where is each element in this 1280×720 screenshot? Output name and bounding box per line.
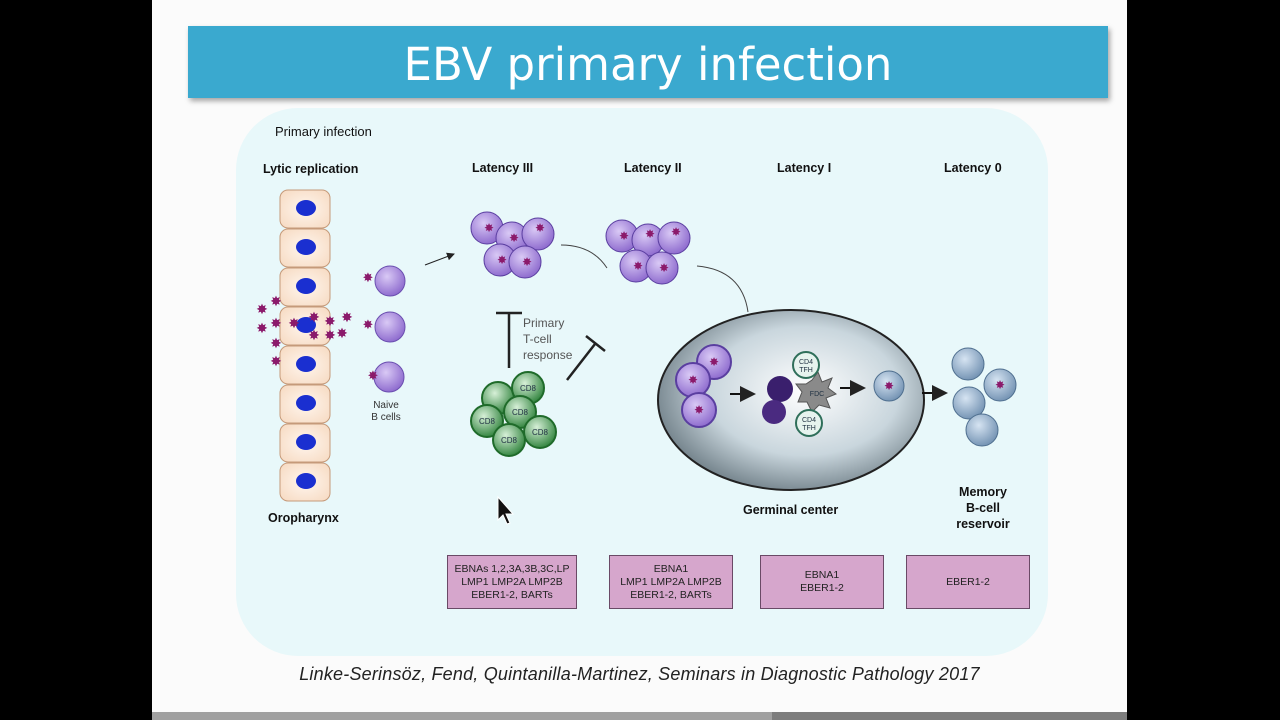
stage-latency1-label: Latency I xyxy=(777,161,832,175)
svg-text:✸: ✸ xyxy=(308,328,320,344)
memory-b-cell-cluster: ✸ xyxy=(951,347,1017,447)
slide: EBV primary infection xyxy=(152,0,1127,720)
svg-text:✸: ✸ xyxy=(645,227,655,241)
svg-text:✸: ✸ xyxy=(688,373,698,387)
svg-text:✸: ✸ xyxy=(484,221,494,235)
svg-text:CD4: CD4 xyxy=(802,417,816,424)
svg-text:✸: ✸ xyxy=(633,259,643,273)
memory-reservoir-label: Memory B-cell reservoir xyxy=(956,485,1010,531)
svg-text:FDC: FDC xyxy=(810,391,824,398)
connector-latency3-to-2 xyxy=(560,244,608,269)
mouse-cursor-icon xyxy=(497,495,515,525)
latency3-genes-box: EBNAs 1,2,3A,3B,3C,LP LMP1 LMP2A LMP2B E… xyxy=(447,555,577,609)
svg-text:✸: ✸ xyxy=(256,302,268,318)
latency2-cluster: ✸ ✸ ✸ ✸ ✸ xyxy=(605,219,691,285)
svg-text:✸: ✸ xyxy=(619,229,629,243)
svg-text:✸: ✸ xyxy=(535,221,545,235)
svg-text:✸: ✸ xyxy=(336,326,348,342)
svg-text:✸: ✸ xyxy=(884,379,894,393)
svg-text:CD8: CD8 xyxy=(520,384,537,393)
svg-text:✸: ✸ xyxy=(509,231,519,245)
svg-text:✸: ✸ xyxy=(368,369,379,384)
virus-particle-icon: ✸✸✸ ✸✸✸ ✸✸✸ ✸✸✸ ✸ xyxy=(256,294,353,370)
title-bar: EBV primary infection xyxy=(188,26,1108,98)
svg-text:✸: ✸ xyxy=(995,378,1005,392)
svg-text:✸: ✸ xyxy=(288,316,300,332)
oropharynx-label: Oropharynx xyxy=(268,511,339,525)
citation: Linke-Serinsöz, Fend, Quintanilla-Martin… xyxy=(299,664,980,684)
svg-text:✸: ✸ xyxy=(256,321,268,337)
svg-text:✸: ✸ xyxy=(694,403,704,417)
latency2-genes-box: EBNA1 LMP1 LMP2A LMP2B EBER1-2, BARTs xyxy=(609,555,733,609)
stage-latency3-label: Latency III xyxy=(472,161,534,175)
svg-text:✸: ✸ xyxy=(671,225,681,239)
svg-text:✸: ✸ xyxy=(270,336,282,352)
connector-latency2-to-gc xyxy=(696,265,749,313)
svg-text:✸: ✸ xyxy=(308,310,320,326)
svg-text:✸: ✸ xyxy=(324,314,336,330)
germinal-center-label: Germinal center xyxy=(743,503,839,517)
svg-text:✸: ✸ xyxy=(659,261,669,275)
svg-text:✸: ✸ xyxy=(341,310,353,326)
tcell-inhibition-lines xyxy=(496,311,606,381)
svg-text:CD4: CD4 xyxy=(799,359,813,366)
diagram-graphics: ✸✸✸ ✸✸✸ ✸✸✸ ✸✸✸ ✸ ✸✸✸ ✸✸✸ ✸✸ xyxy=(256,189,1017,525)
stage-latency0-label: Latency 0 xyxy=(944,161,1002,175)
svg-text:CD8: CD8 xyxy=(532,428,549,437)
svg-text:✸: ✸ xyxy=(324,328,336,344)
slide-title: EBV primary infection xyxy=(403,38,893,91)
svg-text:✸: ✸ xyxy=(522,255,532,269)
svg-text:CD8: CD8 xyxy=(512,408,529,417)
naive-b-cells: ✸ ✸ ✸ xyxy=(363,265,406,393)
video-progress-fill xyxy=(152,712,772,720)
svg-text:CD8: CD8 xyxy=(479,417,496,426)
latency3-cluster: ✸✸✸ ✸✸ xyxy=(470,211,555,279)
svg-text:✸: ✸ xyxy=(270,354,282,370)
svg-text:CD8: CD8 xyxy=(501,436,518,445)
svg-text:TFH: TFH xyxy=(802,425,816,432)
latency1-genes-box: EBNA1 EBER1-2 xyxy=(760,555,884,609)
svg-text:✸: ✸ xyxy=(363,318,374,333)
svg-text:✸: ✸ xyxy=(270,294,282,310)
primary-infection-label: Primary infection xyxy=(275,124,372,139)
arrow-to-latency3 xyxy=(424,252,455,266)
svg-text:✸: ✸ xyxy=(363,271,374,286)
latency0-genes-box: EBER1-2 xyxy=(906,555,1030,609)
svg-text:✸: ✸ xyxy=(497,253,507,267)
svg-text:TFH: TFH xyxy=(799,367,813,374)
cd8-t-cell-cluster: CD8 CD8 CD8 CD8 CD8 xyxy=(470,371,557,457)
svg-text:✸: ✸ xyxy=(709,355,719,369)
tcell-response-label: Primary T-cell response xyxy=(523,316,573,362)
svg-text:✸: ✸ xyxy=(270,316,282,332)
epithelial-column xyxy=(279,189,331,502)
naive-b-cells-label: Naive B cells xyxy=(371,400,401,423)
stage-latency2-label: Latency II xyxy=(624,161,682,175)
stage-lytic-label: Lytic replication xyxy=(263,162,359,176)
germinal-center: ✸ ✸ ✸ CD4 TFH FDC CD4 TFH ✸ xyxy=(657,309,925,491)
